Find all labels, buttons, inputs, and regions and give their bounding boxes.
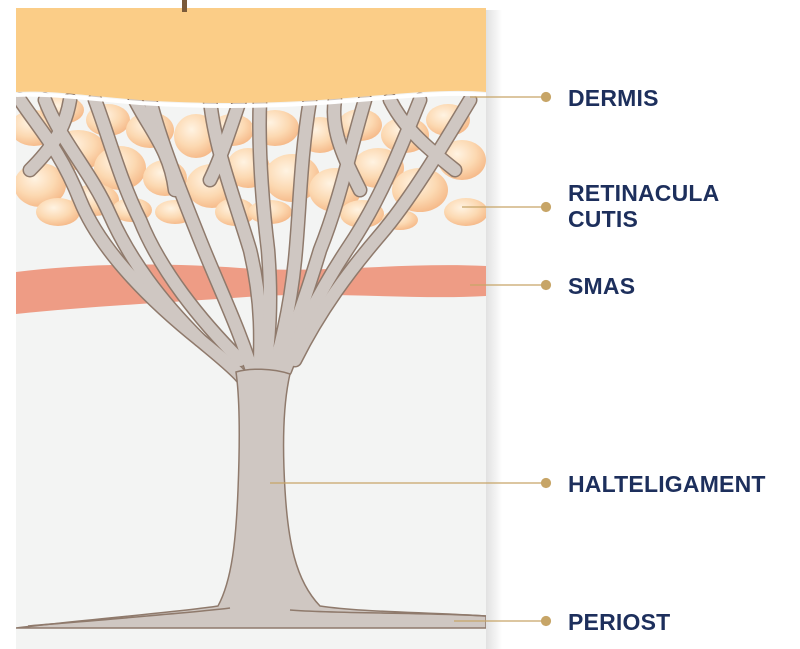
- label-dermis-text: DERMIS: [568, 85, 659, 111]
- label-periost: PERIOST: [568, 609, 670, 635]
- label-retinacula-cutis: RETINACULA CUTIS: [568, 180, 720, 232]
- leader-dermis-dot: [542, 93, 551, 102]
- leader-periost-dot: [542, 617, 551, 626]
- dermis-layer: [16, 8, 486, 103]
- label-smas: SMAS: [568, 273, 635, 299]
- leader-retinacula-dot: [542, 203, 551, 212]
- label-periost-text: PERIOST: [568, 609, 670, 635]
- label-retinacula-line2: CUTIS: [568, 206, 720, 232]
- label-halteligament-text: HALTELIGAMENT: [568, 471, 766, 497]
- leader-halteligament-dot: [542, 479, 551, 488]
- label-dermis: DERMIS: [568, 85, 659, 111]
- panel-shadow: [486, 10, 502, 649]
- leader-smas-dot: [542, 281, 551, 290]
- label-retinacula-line1: RETINACULA: [568, 180, 720, 206]
- label-smas-text: SMAS: [568, 273, 635, 299]
- top-stem: [182, 0, 187, 12]
- label-halteligament: HALTELIGAMENT: [568, 471, 766, 497]
